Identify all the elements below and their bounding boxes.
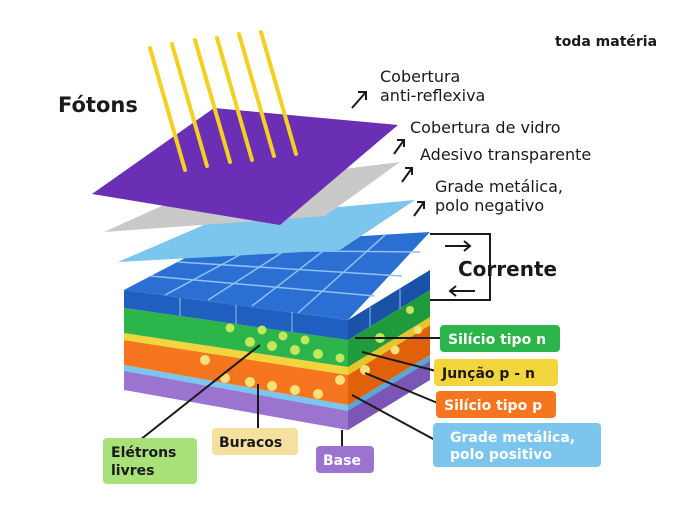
free-electrons-label-2: livres xyxy=(111,463,154,479)
junction-label: Junção p - n xyxy=(441,366,535,382)
metal-grid-positive-badge xyxy=(433,423,601,467)
silicon-n-label: Silício tipo n xyxy=(448,332,546,348)
junction-front xyxy=(124,333,348,375)
base-layer-front xyxy=(124,370,348,430)
right-leader-lines xyxy=(351,337,441,441)
metal-grid-negative-label-2: polo negativo xyxy=(435,196,544,215)
silicon-p-badge xyxy=(436,391,556,418)
free-electrons-label-1: Elétrons xyxy=(111,445,176,461)
top-arrows xyxy=(351,91,425,217)
anti-reflective-label-1: Cobertura xyxy=(380,67,460,86)
glass-cover-label: Cobertura de vidro xyxy=(410,118,561,137)
current-label: Corrente xyxy=(458,257,557,281)
silicon-p-side xyxy=(348,325,430,405)
holes-label: Buracos xyxy=(219,435,282,451)
base-label: Base xyxy=(323,453,361,469)
cell-front-grid xyxy=(179,289,401,332)
metal-grid-positive-label-1: Grade metálica, xyxy=(450,430,575,446)
base-badge xyxy=(316,446,374,473)
grid-positive-front xyxy=(124,365,348,411)
brand-logo-text: toda matéria xyxy=(555,34,657,50)
junction-side xyxy=(348,317,430,375)
silicon-p-label: Silício tipo p xyxy=(444,398,542,414)
holes xyxy=(200,326,422,399)
cells-side xyxy=(348,270,430,340)
anti-reflective-label-2: anti-reflexiva xyxy=(380,86,485,105)
transparent-adhesive-label: Adesivo transparente xyxy=(420,145,591,164)
bottom-leader-lines xyxy=(139,344,343,446)
transparent-adhesive-sheet xyxy=(118,200,415,262)
photons-label: Fótons xyxy=(58,93,138,117)
current-circuit xyxy=(430,233,491,301)
cell-stack xyxy=(92,108,430,430)
metal-grid-positive-label-2: polo positivo xyxy=(450,447,552,463)
base-layer-side xyxy=(348,360,430,430)
holes-badge xyxy=(212,428,298,455)
anti-reflective-sheet xyxy=(92,108,398,225)
metal-grid-negative-label-1: Grade metálica, xyxy=(435,177,563,196)
silicon-n-badge xyxy=(440,325,560,352)
free-electrons-badge xyxy=(103,438,197,484)
photon-rays xyxy=(148,30,298,172)
junction-badge xyxy=(434,359,558,386)
